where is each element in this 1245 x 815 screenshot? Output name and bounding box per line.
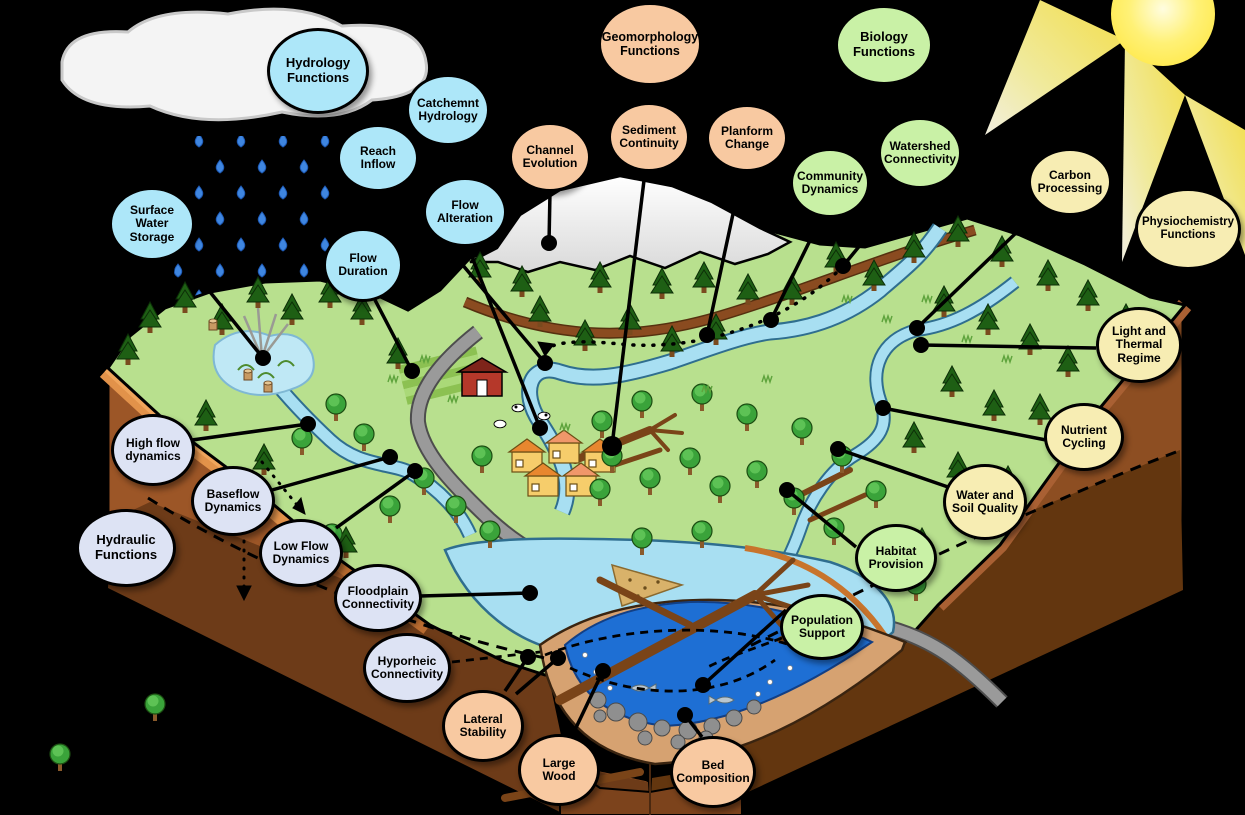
bubble-hydraulic-functions: Hydraulic Functions (76, 509, 176, 587)
bubble-population-support: Population Support (780, 594, 864, 660)
bubble-planform-change: Planform Change (706, 104, 788, 172)
bubble-surface-water-storage: Surface Water Storage (109, 187, 195, 261)
bubble-large-wood: Large Wood (518, 734, 600, 806)
bubble-community-dynamics: Community Dynamics (790, 148, 870, 218)
bubble-nutrient-cycling: Nutrient Cycling (1044, 403, 1124, 471)
bubble-physiochemistry-functions: Physiochemistry Functions (1135, 188, 1241, 270)
bubble-low-flow-dynamics: Low Flow Dynamics (259, 519, 343, 587)
dotted-boundary-line (236, 264, 845, 602)
sun-icon (985, 0, 1245, 262)
bubble-sediment-continuity: Sediment Continuity (608, 102, 690, 172)
road-icon (463, 226, 977, 338)
bubble-lateral-stability: Lateral Stability (442, 690, 524, 762)
cloud-icon (60, 7, 429, 122)
bubble-carbon-processing: Carbon Processing (1028, 148, 1112, 216)
barn-icon (455, 357, 509, 397)
bubble-bed-composition: Bed Composition (670, 736, 756, 808)
connector-lines (176, 171, 1097, 739)
bubble-baseflow-dynamics: Baseflow Dynamics (191, 466, 275, 536)
bubble-floodplain-connectivity: Floodplain Connectivity (334, 564, 422, 632)
bubble-geomorphology-functions: Geomorphology Functions (598, 2, 702, 86)
bubble-catchment-hydrology: Catchemnt Hydrology (406, 74, 490, 146)
cow-icon (493, 403, 551, 429)
soil-layer-dashed-line (147, 450, 1177, 660)
bubble-light-thermal-regime: Light and Thermal Regime (1096, 307, 1182, 383)
bubble-flow-alteration: Flow Alteration (423, 177, 507, 247)
bubble-high-flow-dynamics: High flow dynamics (111, 414, 195, 486)
bubble-water-soil-quality: Water and Soil Quality (943, 464, 1027, 540)
house-icon (507, 429, 620, 497)
bubble-reach-inflow: Reach Inflow (337, 124, 419, 192)
bubble-habitat-provision: Habitat Provision (855, 524, 937, 592)
bubble-flow-duration: Flow Duration (323, 228, 403, 302)
bubble-hyporheic-connectivity: Hyporheic Connectivity (363, 633, 451, 703)
bubble-biology-functions: Biology Functions (835, 5, 933, 85)
callout-dots (255, 235, 929, 723)
bubble-watershed-connectivity: Watershed Connectivity (878, 117, 962, 189)
bubble-hydrology-functions: Hydrology Functions (267, 28, 369, 114)
bubble-channel-evolution: Channel Evolution (509, 122, 591, 192)
